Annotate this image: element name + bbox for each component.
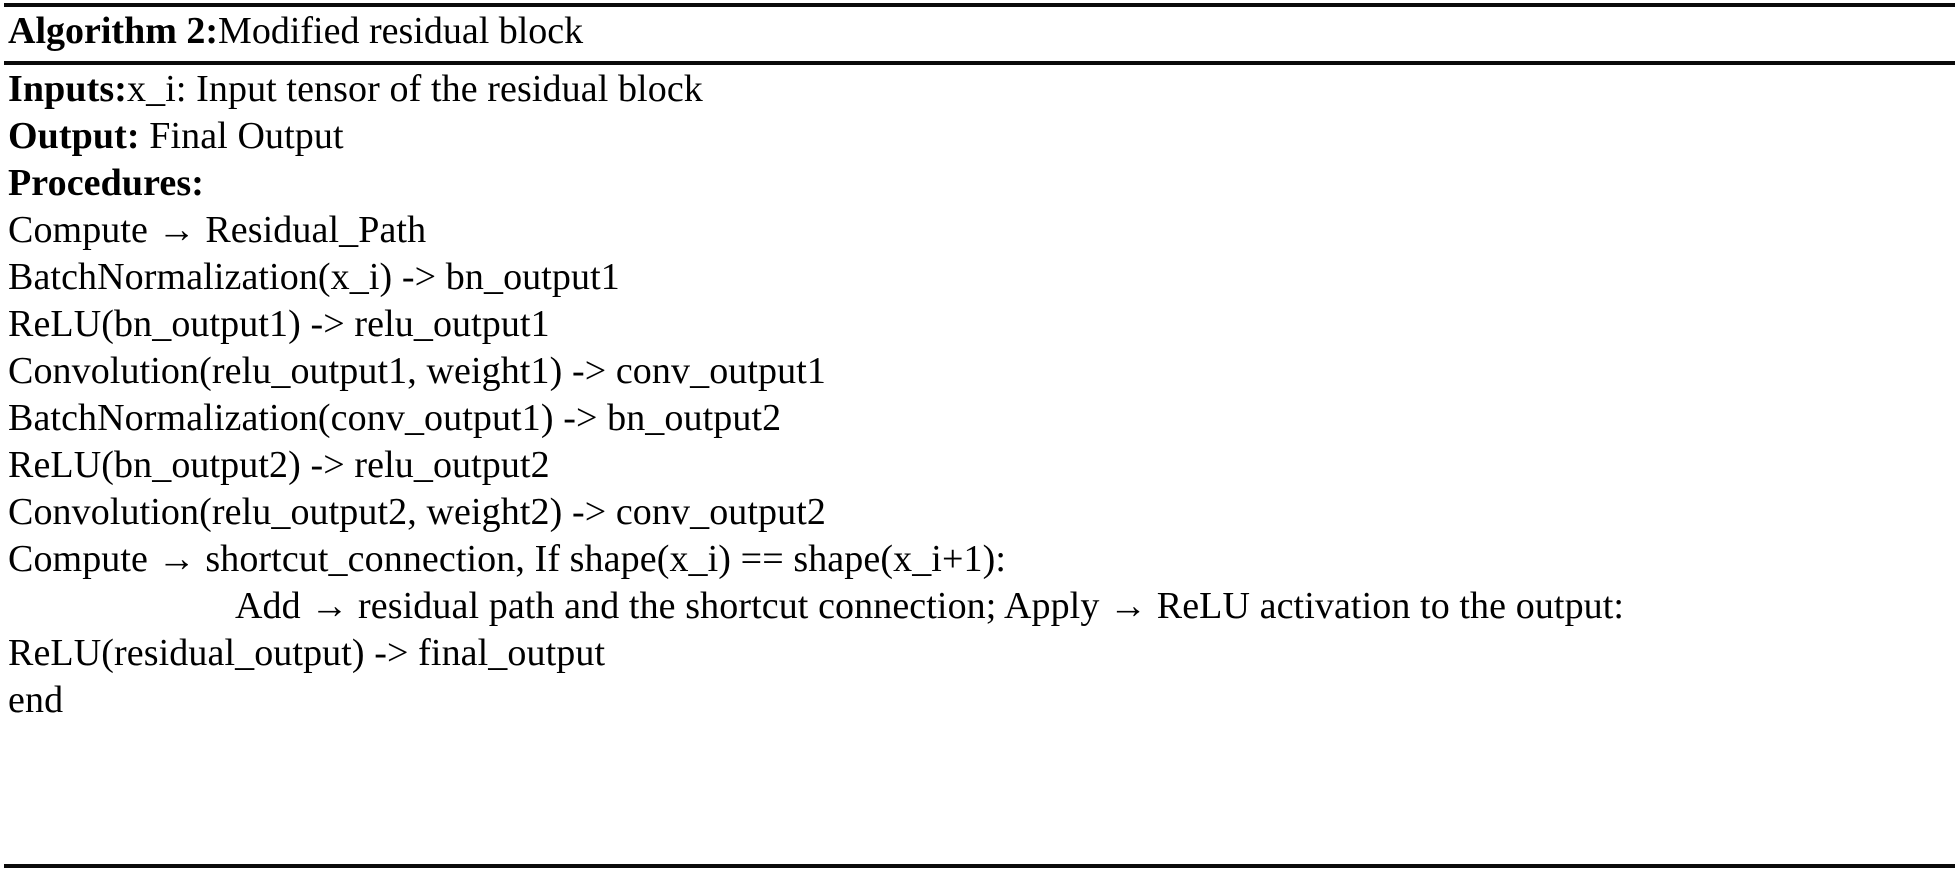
step-line: Convolution(relu_output2, weight2) -> co… (8, 491, 827, 533)
output-value: Final Output (139, 115, 344, 157)
algorithm-body: Inputs:x_i: Input tensor of the residual… (8, 66, 1951, 724)
step-line: Compute → shortcut_connection, If shape(… (8, 538, 1006, 580)
algorithm-label: Algorithm 2: (8, 10, 219, 52)
algorithm-caption: Modified residual block (218, 10, 584, 52)
inputs-value: x_i: Input tensor of the residual block (127, 68, 703, 110)
step-line: Compute → Residual_Path (8, 209, 427, 251)
output-line: Output: Final Output (8, 113, 1951, 160)
bottom-rule (4, 864, 1955, 868)
output-label: Output: (8, 115, 140, 157)
title-separator-rule (4, 61, 1955, 65)
step-line-indented: Add → residual path and the shortcut con… (235, 585, 1625, 627)
step-line: ReLU(residual_output) -> final_output (8, 632, 606, 674)
procedures-line: Procedures: (8, 160, 1951, 207)
step-line: BatchNormalization(x_i) -> bn_output1 (8, 256, 620, 298)
inputs-label: Inputs: (8, 68, 127, 110)
step-line: Convolution(relu_output1, weight1) -> co… (8, 350, 827, 392)
step-line: ReLU(bn_output1) -> relu_output1 (8, 303, 550, 345)
step-line: BatchNormalization(conv_output1) -> bn_o… (8, 397, 782, 439)
inputs-line: Inputs:x_i: Input tensor of the residual… (8, 66, 1951, 113)
top-rule (4, 3, 1955, 7)
procedures-label: Procedures: (8, 162, 204, 204)
end-line: end (8, 679, 64, 721)
algorithm-title: Algorithm 2:Modified residual block (8, 8, 583, 55)
step-line: ReLU(bn_output2) -> relu_output2 (8, 444, 550, 486)
